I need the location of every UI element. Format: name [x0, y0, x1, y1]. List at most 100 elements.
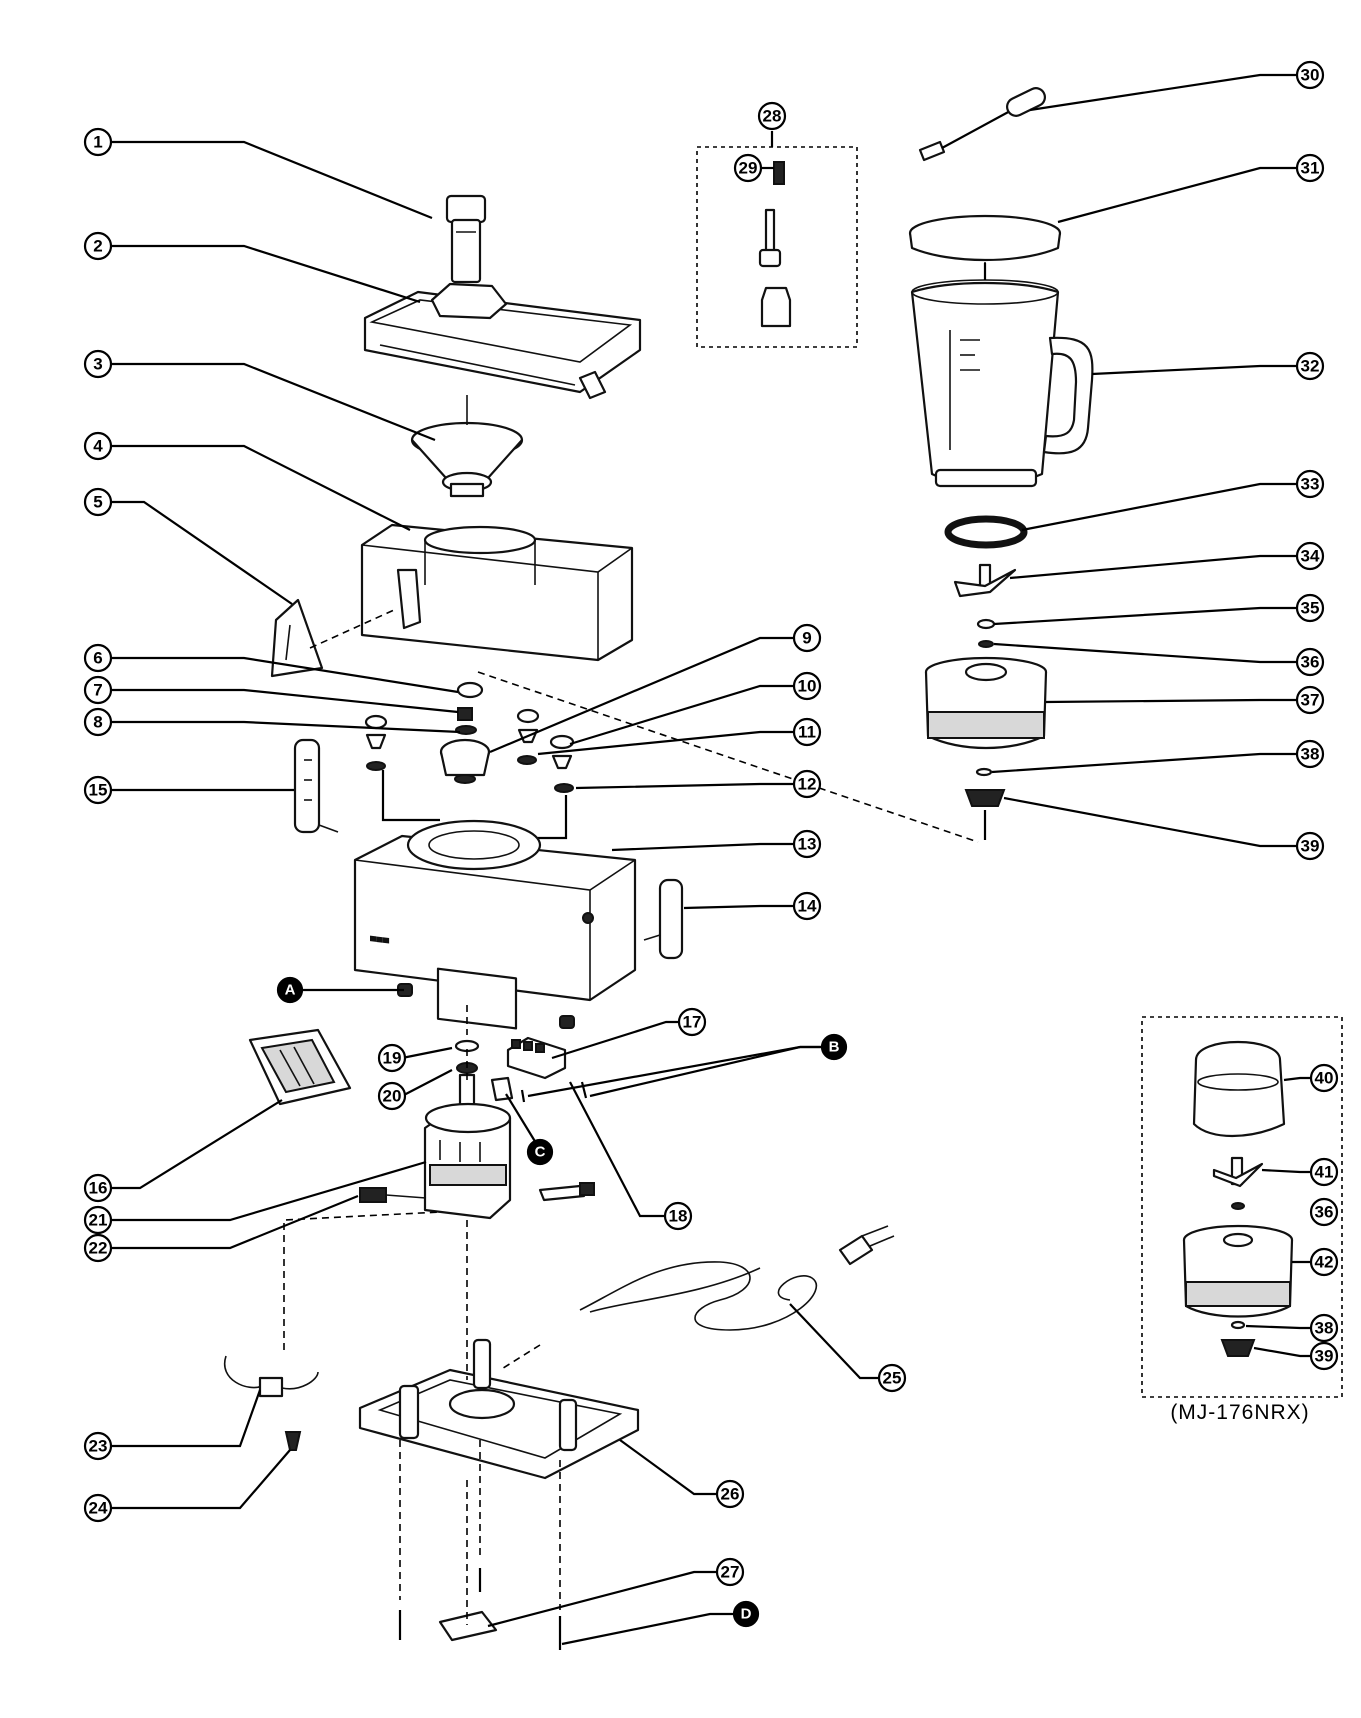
side-latch: [270, 598, 324, 678]
callout-38-mill: 38: [1309, 1313, 1339, 1343]
callout-10: 10: [792, 671, 822, 701]
callout-11: 11: [792, 717, 822, 747]
spare-blade-parts: [758, 161, 792, 328]
callout-24: 24: [83, 1493, 113, 1523]
svg-text:13: 13: [798, 835, 817, 854]
svg-text:C: C: [535, 1144, 546, 1161]
svg-text:B: B: [829, 1039, 840, 1056]
left-handle: [293, 738, 339, 834]
blade-washer: [976, 618, 996, 630]
mill-attachment-box: [1141, 1016, 1343, 1398]
callout-32: 32: [1295, 351, 1325, 381]
callout-33: 33: [1295, 469, 1325, 499]
callout-36: 36: [1295, 647, 1325, 677]
svg-text:38: 38: [1301, 745, 1320, 764]
svg-text:26: 26: [721, 1485, 740, 1504]
base-washer: [975, 767, 993, 777]
svg-text:32: 32: [1301, 357, 1320, 376]
callout-B: B: [820, 1033, 848, 1061]
callout-A: A: [276, 976, 304, 1004]
callout-5: 5: [83, 487, 113, 517]
svg-text:38: 38: [1315, 1319, 1334, 1338]
svg-text:7: 7: [93, 681, 102, 700]
thermal-fuse: [223, 1355, 319, 1398]
svg-text:17: 17: [683, 1013, 702, 1032]
callout-19: 19: [377, 1043, 407, 1073]
svg-text:37: 37: [1301, 691, 1320, 710]
svg-text:40: 40: [1315, 1069, 1334, 1088]
callout-41: 41: [1309, 1157, 1339, 1187]
svg-text:A: A: [285, 982, 296, 999]
callout-27: 27: [715, 1557, 745, 1587]
callout-C: C: [526, 1138, 554, 1166]
callout-2: 2: [83, 231, 113, 261]
spare-part-box: [696, 146, 858, 348]
callout-39-mill: 39: [1309, 1341, 1339, 1371]
right-handle: [643, 878, 684, 960]
callout-29: 29: [733, 153, 763, 183]
callout-40: 40: [1309, 1063, 1339, 1093]
svg-text:4: 4: [93, 437, 103, 456]
callout-22: 22: [83, 1233, 113, 1263]
jar-gasket: [944, 515, 1028, 549]
jar-coupling: [964, 789, 1006, 807]
callout-D: D: [732, 1600, 760, 1628]
callout-39: 39: [1295, 831, 1325, 861]
funnel-bowl: [410, 395, 524, 498]
svg-text:21: 21: [89, 1211, 108, 1230]
callout-42: 42: [1309, 1247, 1339, 1277]
processor-lid: [363, 282, 642, 400]
blender-blade: [953, 563, 1017, 598]
svg-text:39: 39: [1315, 1347, 1334, 1366]
callout-14: 14: [792, 891, 822, 921]
fuse-screw: [284, 1431, 302, 1451]
svg-text:10: 10: [798, 677, 817, 696]
callout-21: 21: [83, 1205, 113, 1235]
callout-17: 17: [677, 1007, 707, 1037]
callout-34: 34: [1295, 541, 1325, 571]
svg-text:27: 27: [721, 1563, 740, 1582]
svg-text:19: 19: [383, 1049, 402, 1068]
svg-text:11: 11: [798, 723, 816, 742]
svg-text:2: 2: [93, 237, 102, 256]
terminal-block: [506, 1036, 567, 1080]
callout-1: 1: [83, 127, 113, 157]
callout-31: 31: [1295, 153, 1325, 183]
svg-text:22: 22: [89, 1239, 108, 1258]
svg-text:34: 34: [1301, 547, 1320, 566]
callout-13: 13: [792, 829, 822, 859]
svg-text:28: 28: [763, 107, 782, 126]
svg-text:39: 39: [1301, 837, 1320, 856]
svg-text:31: 31: [1301, 159, 1320, 178]
svg-text:14: 14: [798, 897, 817, 916]
callout-4: 4: [83, 431, 113, 461]
switch-panel: [248, 1028, 352, 1106]
callout-7: 7: [83, 675, 113, 705]
bushing: [490, 1076, 514, 1102]
svg-text:16: 16: [89, 1179, 108, 1198]
callout-36-mill: 36: [1309, 1197, 1339, 1227]
callout-23: 23: [83, 1431, 113, 1461]
bowl-housing: [360, 523, 634, 662]
svg-text:36: 36: [1315, 1203, 1334, 1222]
callout-28: 28: [757, 101, 787, 131]
drive-coupling: [439, 738, 491, 784]
small-fittings: [364, 681, 575, 793]
svg-text:5: 5: [93, 493, 102, 512]
svg-text:15: 15: [89, 781, 108, 800]
svg-text:9: 9: [802, 629, 811, 648]
callout-6: 6: [83, 643, 113, 673]
callout-35: 35: [1295, 593, 1325, 623]
svg-text:20: 20: [383, 1087, 402, 1106]
svg-text:30: 30: [1301, 66, 1320, 85]
callout-16: 16: [83, 1173, 113, 1203]
callout-38: 38: [1295, 739, 1325, 769]
motor-base-housing: ▄▄▄: [353, 819, 637, 1030]
blender-lid: [908, 214, 1062, 276]
callout-26: 26: [715, 1479, 745, 1509]
power-cord: [579, 1225, 895, 1331]
callout-37: 37: [1295, 685, 1325, 715]
model-caption: (MJ-176NRX): [1170, 1401, 1309, 1424]
callout-30: 30: [1295, 60, 1325, 90]
